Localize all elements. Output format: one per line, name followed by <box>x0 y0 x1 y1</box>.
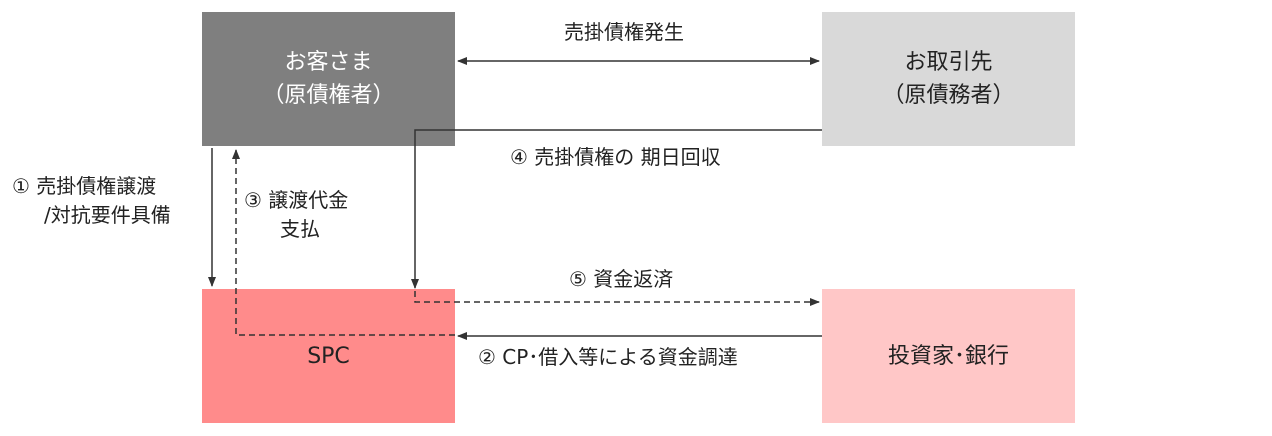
investor-box: 投資家･銀行 <box>822 289 1075 423</box>
step5-arrow <box>414 291 820 306</box>
partner-role: （原債務者） <box>882 83 1015 108</box>
step2-label: ② CP･借入等による資金調達 <box>478 345 738 369</box>
partner-name: お取引先 <box>904 50 993 75</box>
partner-box: お取引先 （原債務者） <box>822 12 1075 146</box>
step4-arrow <box>411 129 822 289</box>
step5-label: ⑤ 資金返済 <box>569 267 674 291</box>
spc-name: SPC <box>307 343 350 369</box>
step1-label-line2: /対抗要件具備 <box>44 203 171 227</box>
step3-label-line1: ③ 譲渡代金 <box>244 188 349 212</box>
customer-role: （原債権者） <box>262 83 395 108</box>
customer-name: お客さま <box>284 50 373 75</box>
step3-arrow <box>232 149 455 336</box>
step3-label: ③ 譲渡代金 支払 <box>244 186 348 244</box>
step4-label: ④ 売掛債権の 期日回収 <box>510 145 721 169</box>
customer-box: お客さま （原債権者） <box>202 12 455 146</box>
spc-box: SPC <box>202 289 455 423</box>
step1-label: ① 売掛債権譲渡 /対抗要件具備 <box>12 172 171 230</box>
origination-label: 売掛債権発生 <box>564 20 684 44</box>
investor-name: 投資家･銀行 <box>887 343 1009 369</box>
step1-label-line1: ① 売掛債権譲渡 <box>12 174 157 198</box>
step3-label-line2: 支払 <box>280 217 320 241</box>
